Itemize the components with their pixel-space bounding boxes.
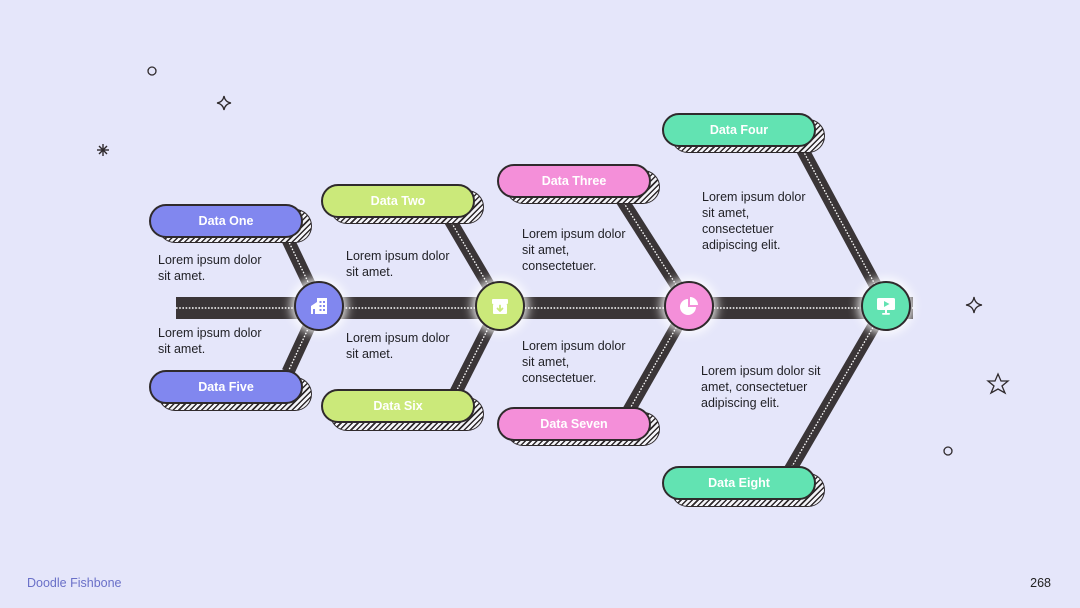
label-data-seven: Data Seven — [497, 407, 651, 441]
node-three — [664, 281, 714, 331]
label-data-four: Data Four — [662, 113, 816, 147]
building-icon — [311, 298, 327, 314]
description-three: Lorem ipsum dolor sit amet, consectetuer… — [522, 227, 626, 273]
description-four: Lorem ipsum dolor sit amet, consectetuer… — [702, 190, 806, 252]
label-data-five: Data Five — [149, 370, 303, 404]
label-data-one: Data One — [149, 204, 303, 238]
doodle-star-right — [986, 372, 1010, 395]
doodle-circle-top-left — [147, 66, 157, 76]
spine — [176, 297, 913, 319]
monitor-play-icon — [877, 298, 895, 315]
node-two — [475, 281, 525, 331]
doodle-circle-bottom-right — [943, 446, 953, 456]
branch-four — [794, 141, 892, 309]
description-five: Lorem ipsum dolor sit amet. — [158, 326, 262, 356]
node-four — [861, 281, 911, 331]
footer-title: Doodle Fishbone — [27, 576, 122, 590]
doodle-asterisk — [97, 144, 109, 156]
label-data-eight: Data Eight — [662, 466, 816, 500]
pie-chart-icon — [680, 297, 698, 315]
doodle-sparkle-top-left — [216, 95, 232, 111]
description-one: Lorem ipsum dolor sit amet. — [158, 253, 262, 283]
node-one — [294, 281, 344, 331]
label-data-two: Data Two — [321, 184, 475, 218]
page-number: 268 — [1030, 576, 1051, 590]
label-data-three: Data Three — [497, 164, 651, 198]
doodle-sparkle-right — [965, 296, 983, 314]
branch-eight — [784, 301, 892, 474]
download-box-icon — [492, 299, 508, 314]
description-two: Lorem ipsum dolor sit amet. — [346, 249, 450, 279]
label-data-six: Data Six — [321, 389, 475, 423]
description-eight: Lorem ipsum dolor sit amet, consectetuer… — [701, 364, 821, 410]
description-six: Lorem ipsum dolor sit amet. — [346, 331, 450, 361]
description-seven: Lorem ipsum dolor sit amet, consectetuer… — [522, 339, 626, 385]
